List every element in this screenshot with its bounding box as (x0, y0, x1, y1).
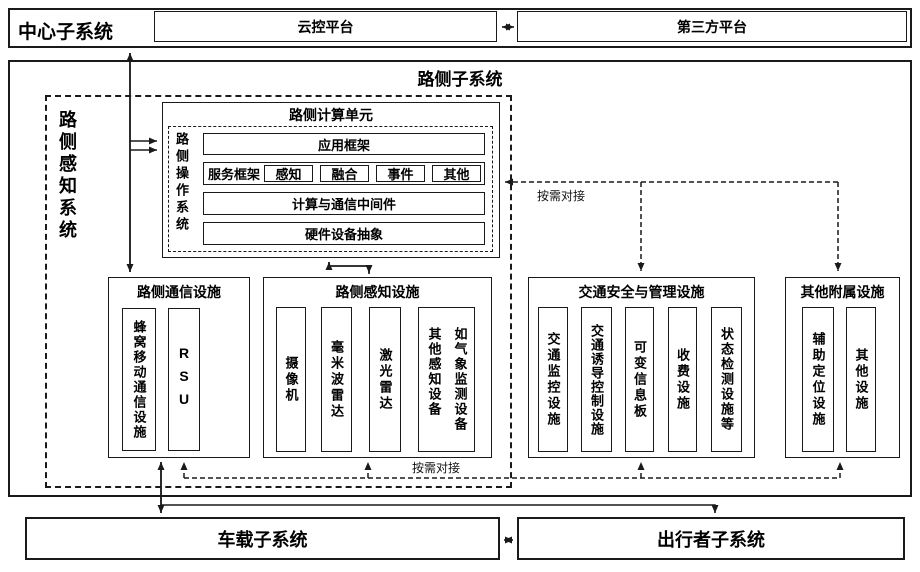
cellular-comm-label: 蜂窝移动通信设施 (131, 319, 147, 440)
traveler-subsystem-box: 出行者子系统 (517, 517, 905, 560)
on-demand-label-top: 按需对接 (537, 189, 586, 203)
traffic-monitor-label: 交通监控设施 (545, 331, 561, 428)
perception-facility-title: 路侧感知设施 (335, 284, 420, 300)
traffic-monitor-box: 交通监控设施 (538, 307, 568, 452)
hardware-abstraction-row: 硬件设备抽象 (203, 222, 485, 245)
on-demand-label-bottom: 按需对接 (412, 461, 461, 475)
vehicle-subsystem-box: 车载子系统 (25, 517, 500, 560)
communication-facility-box: 路侧通信设施 蜂窝移动通信设施 RSU (108, 277, 250, 458)
traffic-guidance-label: 交通诱导控制设施 (589, 323, 604, 436)
status-detection-box: 状态检测设施等 (711, 307, 742, 452)
roadside-perception-system-label: 路侧感知系统 (57, 110, 77, 242)
cloud-control-platform-label: 云控平台 (297, 18, 354, 35)
other-sensing-box: 其他感知设备 如气象监测设备 (418, 307, 475, 452)
roadside-subsystem-title: 路侧子系统 (417, 70, 503, 89)
vehicle-subsystem-label: 车载子系统 (217, 529, 308, 550)
center-subsystem-box: 中心子系统 云控平台 第三方平台 (8, 8, 912, 48)
other-facility-label: 其他设施 (853, 347, 869, 412)
traffic-facility-title: 交通安全与管理设施 (578, 284, 705, 300)
other-sensing-label: 其他感知设备 如气象监测设备 (426, 327, 468, 432)
mmwave-radar-box: 毫米波雷达 (321, 307, 352, 452)
camera-box: 摄像机 (276, 307, 306, 452)
mmwave-radar-label: 毫米波雷达 (329, 339, 344, 420)
center-subsystem-label: 中心子系统 (18, 22, 114, 43)
traffic-facility-box: 交通安全与管理设施 交通监控设施 交通诱导控制设施 可变信息板 收费设施 状态检… (528, 277, 755, 458)
auxiliary-facility-title: 其他附属设施 (800, 284, 885, 300)
roadside-os-box: 路侧操作系统 应用框架 服务框架 感知 融合 事件 其他 计算与通信中间件 硬件… (168, 126, 493, 252)
status-detection-label: 状态检测设施等 (719, 327, 734, 432)
service-framework-row: 服务框架 感知 融合 事件 其他 (203, 162, 485, 185)
middleware-label: 计算与通信中间件 (291, 197, 396, 212)
variable-message-board-box: 可变信息板 (625, 307, 654, 452)
auxiliary-facility-box: 其他附属设施 辅助定位设施 其他设施 (785, 277, 900, 458)
traveler-subsystem-label: 出行者子系统 (657, 529, 765, 550)
service-module-other: 其他 (432, 165, 481, 182)
traffic-guidance-box: 交通诱导控制设施 (581, 307, 612, 452)
hardware-abstraction-label: 硬件设备抽象 (304, 227, 383, 242)
computing-unit-title: 路侧计算单元 (289, 107, 373, 123)
rsu-label: RSU (176, 345, 192, 414)
roadside-os-label: 路侧操作系统 (174, 132, 189, 234)
aux-positioning-box: 辅助定位设施 (802, 307, 834, 452)
app-framework-row: 应用框架 (203, 133, 485, 155)
lidar-label: 激光雷达 (377, 347, 393, 412)
aux-positioning-label: 辅助定位设施 (810, 331, 826, 428)
toll-facility-label: 收费设施 (675, 347, 690, 412)
service-framework-label: 服务框架 (207, 167, 260, 182)
camera-label: 摄像机 (283, 355, 299, 404)
lidar-box: 激光雷达 (369, 307, 401, 452)
cellular-comm-box: 蜂窝移动通信设施 (122, 308, 156, 451)
service-module-event: 事件 (376, 165, 425, 182)
service-module-fusion: 融合 (320, 165, 369, 182)
roadside-perception-system-box: 路侧感知系统 (45, 95, 512, 488)
cloud-control-platform-box: 云控平台 (154, 11, 497, 42)
computing-unit-box: 路侧计算单元 路侧操作系统 应用框架 服务框架 感知 融合 事件 其他 计算与通… (162, 102, 500, 258)
variable-message-board-label: 可变信息板 (632, 339, 647, 420)
third-party-platform-box: 第三方平台 (517, 11, 907, 42)
other-facility-box: 其他设施 (846, 307, 876, 452)
toll-facility-box: 收费设施 (668, 307, 697, 452)
app-framework-label: 应用框架 (317, 137, 370, 153)
third-party-platform-label: 第三方平台 (677, 18, 747, 35)
perception-facility-box: 路侧感知设施 摄像机 毫米波雷达 激光雷达 其他感知设备 如气象监测设备 (263, 277, 492, 458)
rsu-box: RSU (168, 308, 200, 451)
middleware-row: 计算与通信中间件 (203, 192, 485, 215)
service-module-perception: 感知 (264, 165, 313, 182)
communication-facility-title: 路侧通信设施 (137, 284, 221, 300)
